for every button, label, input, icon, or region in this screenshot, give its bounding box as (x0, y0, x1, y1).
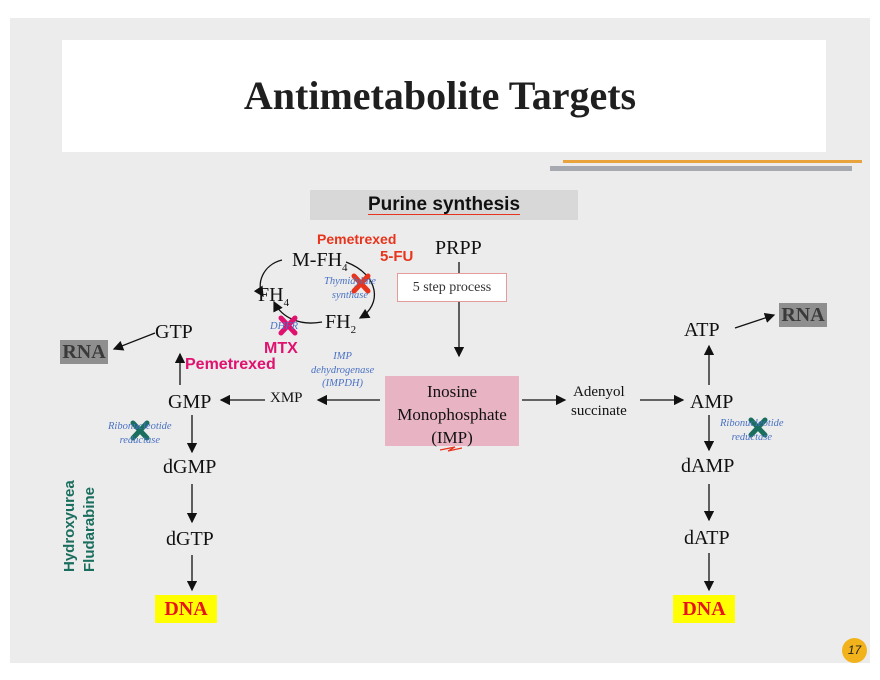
mfh4-subscript: 4 (342, 262, 348, 274)
node-dgmp: dGMP (163, 456, 217, 478)
node-mfh4: M-FH4 (292, 250, 348, 274)
node-atp: ATP (684, 319, 720, 341)
drug-mtx: MTX (264, 340, 298, 357)
fh2-subscript: 2 (350, 324, 357, 336)
drugs-ribonucleotide-reductase-inhibitors: Hydroxyurea Fludarabine (60, 480, 100, 572)
fh4-subscript: 4 (283, 297, 290, 309)
title-panel (62, 40, 826, 152)
block-x-icon (278, 315, 298, 336)
imp-line3: (IMP) (431, 428, 473, 447)
step-process-box: 5 step process (397, 273, 507, 302)
page-number-badge: 17 (842, 638, 867, 663)
arrow-gtp-rna (112, 332, 156, 351)
node-damp: dAMP (681, 455, 735, 477)
enzyme-ribonucleotide-reductase-left: Ribonucleotide reductase (108, 420, 172, 447)
ribo-right-line2: reductase (731, 431, 772, 443)
enzyme-dhfr: DHFR (270, 321, 298, 332)
node-imp: Inosine Monophosphate (IMP) (385, 380, 519, 449)
drug-fludarabine: Fludarabine (81, 486, 98, 572)
adenylo-line2: succinate (571, 403, 627, 419)
slide-title: Antimetabolite Targets (243, 73, 637, 118)
block-x-icon (748, 417, 768, 438)
target-dna-left: DNA (155, 595, 217, 623)
node-gmp: GMP (168, 391, 212, 413)
imp-line2: Monophosphate (397, 405, 507, 424)
target-dna-right: DNA (673, 595, 735, 623)
enzyme-thymidylate-synthase: Thymidylate synthase (324, 275, 376, 302)
node-xmp: XMP (270, 390, 303, 406)
target-rna-left: RNA (60, 340, 108, 364)
accent-bar-grey (550, 166, 852, 171)
drug-pemetrexed-top: Pemetrexed (317, 231, 397, 247)
thymidylate-line1: Thymidylate (324, 276, 376, 287)
node-dgtp: dGTP (166, 528, 214, 550)
node-amp: AMP (690, 391, 734, 413)
node-prpp: PRPP (435, 237, 482, 259)
impdh-line3: (IMPDH) (322, 378, 363, 390)
fh2-label: FH (325, 311, 351, 333)
node-fh2: FH2 (325, 312, 356, 336)
section-header: Purine synthesis (310, 190, 578, 220)
block-x-icon (351, 273, 371, 294)
arrow-atp-rna (734, 312, 776, 329)
impdh-line1: IMP (333, 351, 352, 362)
impdh-line2: dehydrogenase (311, 364, 375, 376)
fh4-label: FH (258, 284, 284, 306)
node-fh4: FH4 (258, 285, 289, 309)
thymidylate-line2: synthase (331, 289, 369, 301)
node-adenylosuccinate: Adenyol succinate (571, 383, 627, 421)
mfh4-label: M-FH (292, 249, 343, 271)
arrow-mfh4-fh4 (253, 259, 283, 298)
enzyme-impdh: IMP dehydrogenase (IMPDH) (311, 350, 374, 391)
adenylo-line1: Adenyol (573, 384, 625, 400)
drug-5fu: 5-FU (380, 248, 414, 265)
drug-pemetrexed-mid: Pemetrexed (185, 356, 276, 373)
ribo-left-line2: reductase (119, 434, 160, 446)
ribo-left-line1: Ribonucleotide (108, 421, 172, 432)
section-header-text: Purine synthesis (367, 194, 521, 215)
accent-bar-orange (563, 160, 862, 163)
node-gtp: GTP (155, 321, 193, 343)
imp-box (385, 376, 519, 446)
imp-line1: Inosine (426, 382, 478, 401)
target-rna-right: RNA (779, 303, 827, 327)
block-x-icon (130, 420, 150, 441)
node-datp: dATP (684, 527, 730, 549)
drug-hydroxyurea: Hydroxyurea (61, 480, 78, 572)
arrow-mfh4-fh2 (345, 261, 376, 319)
ribo-right-line1: Ribonucleotide (720, 418, 784, 429)
enzyme-ribonucleotide-reductase-right: Ribonucleotide reductase (720, 417, 784, 444)
